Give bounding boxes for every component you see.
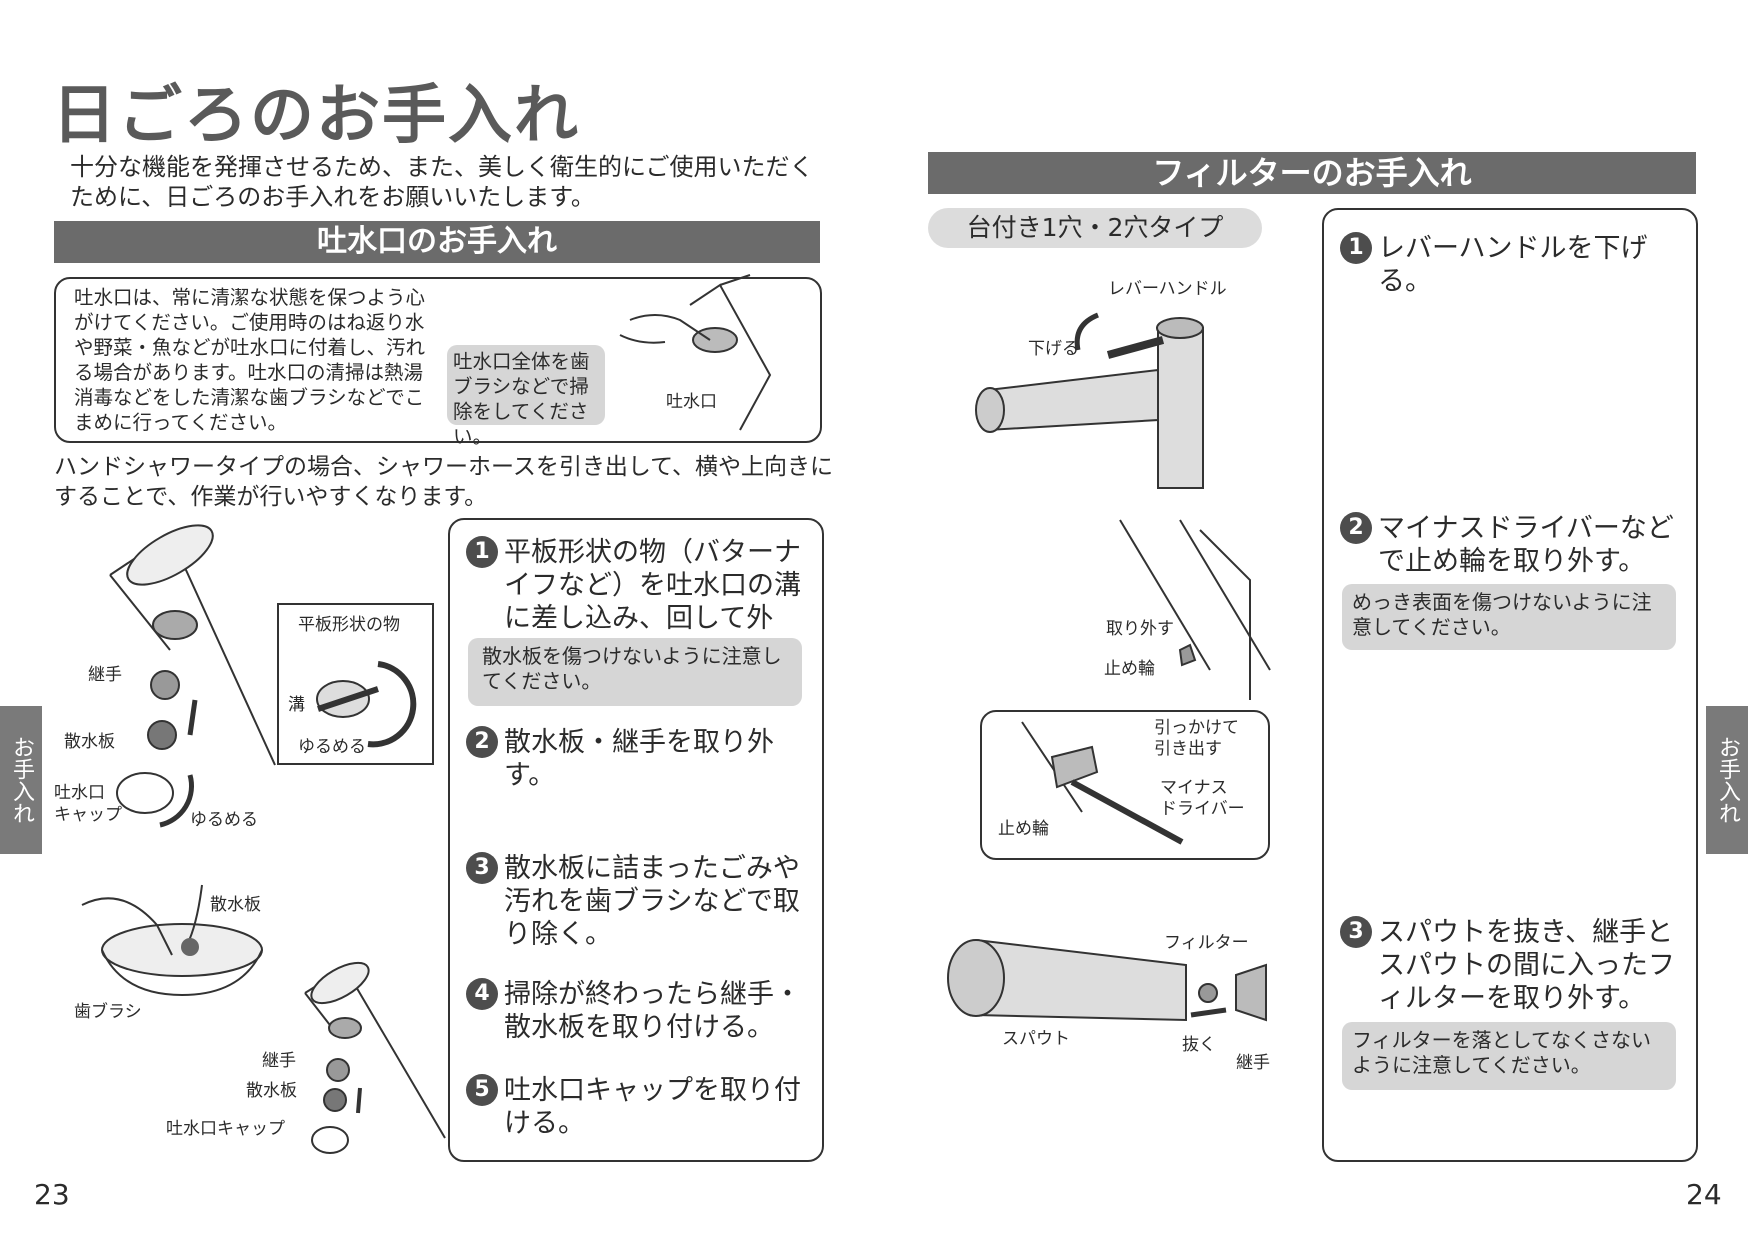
step-number: 3 bbox=[466, 852, 498, 884]
filter-steps-box: 1 レバーハンドルを下げる。 2 マイナスドライバーなどで止め輪を取り外す。 め… bbox=[1322, 208, 1698, 1162]
step-number: 2 bbox=[466, 726, 498, 758]
label-joint: 継手 bbox=[88, 665, 122, 685]
label-diffuser-2: 散水板 bbox=[210, 895, 261, 915]
spout-notice-box: 吐水口は、常に清潔な状態を保つよう心がけてください。ご使用時のはね返り水や野菜・… bbox=[54, 277, 822, 448]
spout-disassembly-illustration bbox=[109, 524, 276, 828]
label-groove: 溝 bbox=[288, 695, 305, 715]
label-stop-ring: 止め輪 bbox=[1104, 659, 1155, 679]
label-toothbrush: 歯ブラシ bbox=[74, 1002, 142, 1022]
filter-step3-caution: フィルターを落としてなくさないように注意してください。 bbox=[1342, 1022, 1676, 1090]
driver-detail-illustration bbox=[1021, 721, 1184, 845]
label-cap: 吐水口 キャップ bbox=[54, 783, 122, 825]
spout-filter-illustration bbox=[947, 939, 1267, 1022]
label-lever-handle: レバーハンドル bbox=[1108, 279, 1227, 299]
type-pill: 台付き1穴・2穴タイプ bbox=[928, 208, 1262, 248]
intro-text: 十分な機能を発揮させるため、また、美しく衛生的にご使用いただくために、日ごろのお… bbox=[70, 153, 814, 211]
spout-notice-tip: 吐水口全体を歯ブラシなどで掃除をしてください。 bbox=[447, 345, 605, 448]
page-title: 日ごろのお手入れ bbox=[52, 79, 580, 153]
step-number: 5 bbox=[466, 1074, 498, 1106]
step-text: マイナスドライバーなどで止め輪を取り外す。 bbox=[1378, 513, 1674, 577]
step-number: 2 bbox=[1340, 512, 1372, 544]
label-filter: フィルター bbox=[1164, 933, 1249, 953]
toothbrush-cleaning-illustration bbox=[619, 274, 772, 431]
spout-notice-text: 吐水口は、常に清潔な状態を保つよう心がけてください。ご使用時のはね返り水や野菜・… bbox=[74, 286, 426, 434]
label-diffuser: 散水板 bbox=[64, 732, 115, 752]
label-loosen: ゆるめる bbox=[298, 737, 366, 757]
filter-step-2: 2 マイナスドライバーなどで止め輪を取り外す。 bbox=[1340, 512, 1686, 578]
step-text: レバーハンドルを下げる。 bbox=[1378, 233, 1648, 297]
section-heading-filter: フィルターのお手入れ bbox=[928, 152, 1696, 194]
label-joint-3: 継手 bbox=[1236, 1053, 1270, 1073]
label-flat-object: 平板形状の物 bbox=[298, 615, 400, 635]
spout-step1-caution: 散水板を傷つけないように注意してください。 bbox=[468, 638, 802, 706]
label-flat-driver: マイナス ドライバー bbox=[1160, 778, 1245, 819]
label-joint-2: 継手 bbox=[262, 1051, 296, 1071]
spout-step-2: 2 散水板・継手を取り外す。 bbox=[466, 726, 812, 792]
spout-step-5: 5 吐水口キャップを取り付ける。 bbox=[466, 1074, 812, 1140]
label-stop-ring-2: 止め輪 bbox=[998, 819, 1049, 839]
faucet-lever-illustration bbox=[975, 312, 1204, 489]
spout-step-4: 4 掃除が終わったら継手・散水板を取り付ける。 bbox=[466, 978, 812, 1044]
step-number: 3 bbox=[1340, 916, 1372, 948]
flat-object-detail-illustration bbox=[316, 661, 417, 748]
label-pull-out: 抜く bbox=[1182, 1035, 1216, 1055]
step-text: スパウトを抜き、継手とスパウトの間に入ったフィルターを取り外す。 bbox=[1378, 917, 1675, 1014]
driver-detail-box bbox=[980, 710, 1270, 860]
step-number: 1 bbox=[466, 536, 498, 568]
side-tab-left: お手入れ bbox=[0, 706, 42, 854]
spout-reassembly-illustration bbox=[304, 961, 446, 1154]
label-lower: 下げる bbox=[1028, 339, 1079, 359]
page-number-left: 23 bbox=[34, 1178, 70, 1211]
spout-notice-label: 吐水口 bbox=[666, 392, 717, 412]
section-heading-spout: 吐水口のお手入れ bbox=[54, 221, 820, 263]
label-hook-pull: 引っかけて 引き出す bbox=[1154, 718, 1239, 759]
label-cap-one: 吐水口キャップ bbox=[166, 1119, 285, 1139]
filter-step2-caution: めっき表面を傷つけないように注意してください。 bbox=[1342, 584, 1676, 650]
spout-step-3: 3 散水板に詰まったごみや汚れを歯ブラシなどで取り除く。 bbox=[466, 852, 812, 951]
filter-step-3: 3 スパウトを抜き、継手とスパウトの間に入ったフィルターを取り外す。 bbox=[1340, 916, 1686, 1015]
label-diffuser-3: 散水板 bbox=[246, 1081, 297, 1101]
spout-steps-box: 1 平板形状の物（バターナイフなど）を吐水口の溝に差し込み、回して外す。 散水板… bbox=[448, 518, 824, 1162]
side-tab-right: お手入れ bbox=[1706, 706, 1748, 854]
step-text: 掃除が終わったら継手・散水板を取り付ける。 bbox=[504, 979, 801, 1043]
step-number: 4 bbox=[466, 978, 498, 1010]
page-number-right: 24 bbox=[1686, 1178, 1722, 1211]
brush-washing-illustration bbox=[81, 884, 263, 997]
filter-step-1: 1 レバーハンドルを下げる。 bbox=[1340, 232, 1686, 298]
step-text: 散水板・継手を取り外す。 bbox=[504, 727, 774, 791]
step-text: 散水板に詰まったごみや汚れを歯ブラシなどで取り除く。 bbox=[504, 853, 800, 950]
label-remove: 取り外す bbox=[1106, 619, 1174, 639]
hand-shower-note: ハンドシャワータイプの場合、シャワーホースを引き出して、横や上向きにすることで、… bbox=[54, 454, 834, 510]
step-text: 吐水口キャップを取り付ける。 bbox=[504, 1075, 801, 1139]
label-loosen-2: ゆるめる bbox=[190, 810, 258, 830]
stop-ring-illustration bbox=[1119, 519, 1271, 700]
label-spout: スパウト bbox=[1002, 1029, 1070, 1049]
step-number: 1 bbox=[1340, 232, 1372, 264]
